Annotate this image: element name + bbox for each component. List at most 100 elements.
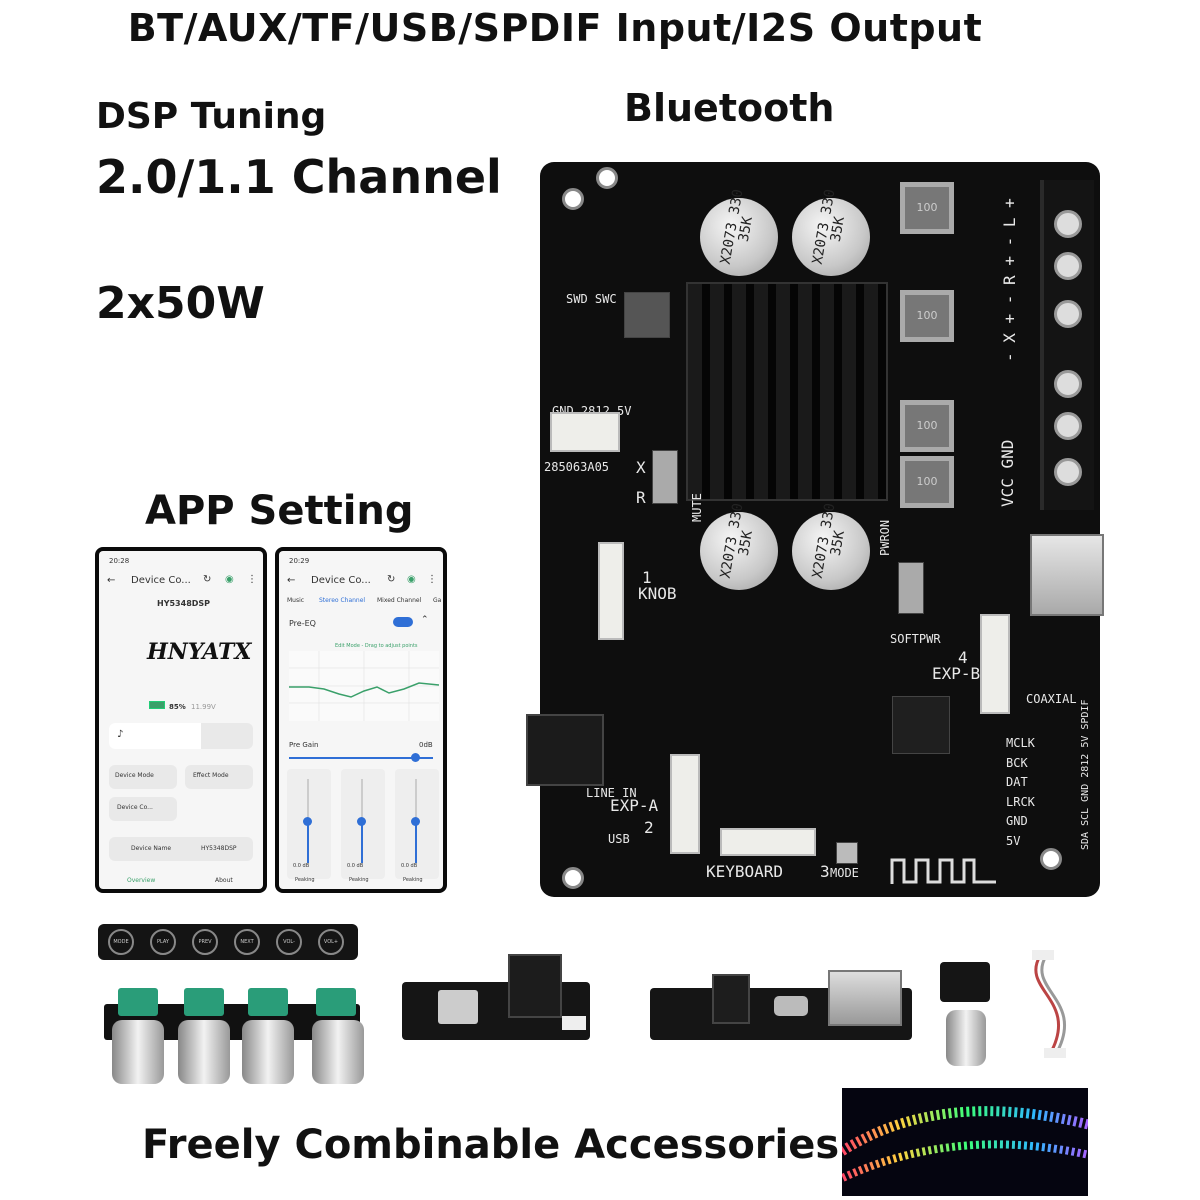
encoder-knob[interactable] [946,1010,986,1066]
slider-thumb[interactable] [357,817,366,826]
capacitor: X2073 330 35K [700,188,778,276]
nav-overview[interactable]: Overview [127,877,156,884]
r-label: R [636,488,646,507]
band-slider-card[interactable] [395,769,439,879]
mic-jack [712,974,750,1024]
back-icon[interactable]: ← [107,575,116,586]
tab-game[interactable]: Ga [433,597,442,604]
tf-slot [438,990,478,1024]
key-play[interactable]: PLAY [150,929,176,955]
eq-graph[interactable] [289,651,439,721]
part-number: 285063A05 [544,460,610,474]
band-value: 0.0 dB [347,863,364,869]
back-icon[interactable]: ← [287,575,296,586]
refresh-icon[interactable]: ↻ [387,574,396,585]
accessories-heading: Freely Combinable Accessories [142,1122,840,1168]
status-time: 20:28 [109,557,130,565]
usb-a-port [828,970,902,1026]
phone-screen: 20:28 ← Device Co... ↻ ◉ ⋮ HY5348DSP HNY… [99,551,263,889]
main-title: BT/AUX/TF/USB/SPDIF Input/I2S Output [127,6,983,50]
pot-body [248,988,288,1016]
mode-button[interactable] [836,842,858,864]
output-label: - X + - R + - L + [1000,198,1019,362]
device-id: HY5348DSP [157,599,211,608]
usb-label: USB [608,832,630,846]
device-mode-button[interactable]: Device Mode [109,765,177,789]
phone-eq: 20:29 ← Device Co... ↻ ◉ ⋮ Music Stereo … [275,547,447,893]
device-name-label: Device Name [131,845,172,852]
slider-thumb[interactable] [303,817,312,826]
coaxial-port [1030,534,1104,616]
device-name-row[interactable]: Device Name HY5348DSP [109,837,253,861]
device-co-label: Device Co... [117,804,153,811]
num-3: 3 [820,862,830,881]
band-type[interactable]: Peaking [295,877,315,883]
chevron-up-icon[interactable]: ⌃ [421,615,429,625]
line-in-jack [526,714,604,786]
more-icon[interactable]: ⋮ [427,574,437,585]
battery-row: 85% 11.99V [149,701,216,711]
effect-mode-button[interactable]: Effect Mode [185,765,253,789]
channel-heading: 2.0/1.1 Channel [96,150,502,204]
rotary-knob[interactable] [312,1020,364,1084]
nav-about[interactable]: About [215,877,233,884]
band-value: 0.0 dB [293,863,310,869]
input-switch [652,450,678,504]
tab-music[interactable]: Music [287,597,305,604]
rotary-knob[interactable] [178,1020,230,1084]
status-time: 20:29 [289,557,310,565]
softpwr-label: SOFTPWR [890,632,941,646]
pre-eq-label: Pre-EQ [289,619,316,628]
aux-jack [508,954,562,1018]
more-icon[interactable]: ⋮ [247,574,257,585]
softpwr-switch [898,562,924,614]
encoder-board [940,962,990,1002]
bt-antenna-trace [890,858,996,884]
band-type[interactable]: Peaking [349,877,369,883]
pre-eq-toggle[interactable] [393,617,413,627]
key-prev[interactable]: PREV [192,929,218,955]
exp-a-connector [670,754,700,854]
edit-mode-hint: Edit Mode - Drag to adjust points [335,643,418,649]
slider-thumb[interactable] [411,817,420,826]
power-inductor [624,292,670,338]
app-heading: APP Setting [145,488,414,534]
refresh-icon[interactable]: ↻ [203,574,212,585]
pot-body [184,988,224,1016]
rotary-knob[interactable] [242,1020,294,1084]
flex-connector [562,1016,586,1030]
capacitor: X2073 330 35K [792,188,870,276]
inductor: 100 [900,182,954,234]
power-heading: 2x50W [96,278,265,329]
bluetooth-heading: Bluetooth [624,86,835,130]
speaker-terminal [1040,180,1094,510]
phone-overview: 20:28 ← Device Co... ↻ ◉ ⋮ HY5348DSP HNY… [95,547,267,893]
usb-mic-board [650,970,912,1040]
mount-hole [562,867,584,889]
num-1: 1 [642,568,652,587]
terminal-screw [1054,370,1082,398]
rgb-led-strip [842,1088,1088,1196]
app-title: Device Co... [311,575,371,586]
inductor: 100 [900,290,954,342]
rotary-knob[interactable] [112,1020,164,1084]
effect-mode-label: Effect Mode [193,772,229,779]
band-slider-card[interactable] [287,769,331,879]
pre-gain-slider[interactable] [289,757,433,759]
key-mode[interactable]: MODE [108,929,134,955]
key-vol-down[interactable]: VOL- [276,929,302,955]
connected-icon: ◉ [225,574,234,585]
band-slider-card[interactable] [341,769,385,879]
band-type[interactable]: Peaking [403,877,423,883]
slider-thumb[interactable] [411,753,420,762]
device-co-button[interactable]: Device Co... [109,797,177,821]
volume-slider[interactable]: ♪ [109,723,253,749]
pwron-label: PWRON [878,519,892,556]
key-vol-up[interactable]: VOL+ [318,929,344,955]
right-pins: SDA SCL GND 2812 5V SPDIF [1080,699,1091,850]
terminal-screw [1054,300,1082,328]
tab-mixed-channel[interactable]: Mixed Channel [377,597,422,604]
key-next[interactable]: NEXT [234,929,260,955]
tab-stereo-channel[interactable]: Stereo Channel [319,597,366,604]
exp-b-label: EXP-B [932,664,981,683]
